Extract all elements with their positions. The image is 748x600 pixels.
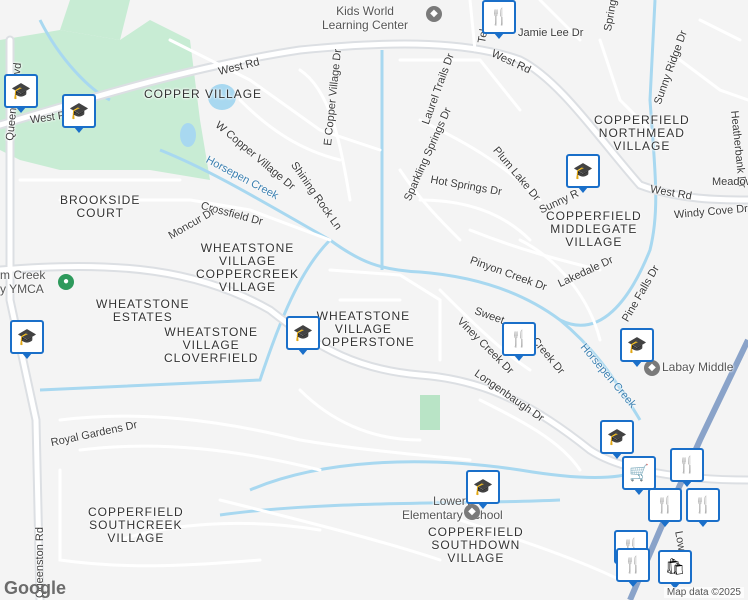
school-icon: 🎓 [11,83,31,100]
creek-branch [39,238,332,392]
restaurant-icon: 🍴 [509,331,529,348]
horsepen-creek [159,148,642,421]
restaurant-marker[interactable]: 🍴 [502,322,536,361]
grocery-marker[interactable]: 🛒 [622,456,656,495]
restaurant-icon: 🍴 [693,497,713,514]
shopping-cart-icon: 🛒 [629,465,649,482]
school-icon: 🎓 [473,479,493,496]
area-label-copperfield-northmead: COPPERFIELD NORTHMEAD VILLAGE [594,113,690,153]
road-label-jamie-lee-dr: Jamie Lee Dr [518,27,584,39]
poi-school-icon: ◆ [644,360,660,376]
restaurant-marker[interactable]: 🍴 [616,548,650,587]
google-logo: Google [4,578,66,598]
restaurant-marker[interactable]: 🍴 [670,448,704,487]
park-area [60,0,130,40]
school-marker[interactable]: 🎓 [10,320,44,359]
area-label-copperfield-southcreek: COPPERFIELD SOUTHCREEK VILLAGE [88,505,184,545]
restaurant-icon: 🍴 [623,557,643,574]
school-icon: 🎓 [69,103,89,120]
poi-label-kids-world[interactable]: Kids World Learning Center [322,4,409,32]
school-marker[interactable]: 🎓 [600,420,634,459]
area-label-wheatstone-cloverfield: WHEATSTONE VILLAGE CLOVERFIELD [164,325,259,365]
poi-school-icon: ◆ [464,504,480,520]
map-attribution[interactable]: Map data ©2025 [663,587,744,598]
area-label-brookside-court: BROOKSIDE COURT [60,193,141,220]
area-label-wheatstone-copperstone: WHEATSTONE VILLAGE COPPERSTONE [312,309,415,349]
pond [208,84,236,110]
school-marker[interactable]: 🎓 [466,470,500,509]
west-rd [0,41,748,203]
poi-school-icon: ◆ [426,6,442,22]
shopping-bag-icon: 🛍 [664,559,686,576]
school-icon: 🎓 [627,337,647,354]
restaurant-icon: 🍴 [489,9,509,26]
school-icon: 🎓 [293,325,313,342]
school-icon: 🎓 [17,329,37,346]
park-area [0,20,210,180]
area-label-copper-village: COPPER VILLAGE [144,87,263,101]
school-marker[interactable]: 🎓 [620,328,654,367]
area-label-wheatstone-coppercreek: WHEATSTONE VILLAGE COPPERCREEK VILLAGE [196,241,300,294]
restaurant-marker[interactable]: 🍴 [686,488,720,527]
shopping-marker[interactable]: 🛍 [658,550,692,589]
area-label-wheatstone-estates: WHEATSTONE ESTATES [96,297,190,324]
restaurant-icon: 🍴 [677,457,697,474]
restaurant-marker[interactable]: 🍴 [648,488,682,527]
area-label-copperfield-middlegate: COPPERFIELD MIDDLEGATE VILLAGE [546,209,642,249]
school-marker[interactable]: 🎓 [62,94,96,133]
poi-label-ymca[interactable]: m Creek y YMCA [0,268,46,296]
park-area [420,395,440,430]
road-label-meadow: Meadow [712,176,748,188]
pond [180,123,196,147]
school-icon: 🎓 [607,429,627,446]
poi-label-labay-middle[interactable]: Labay Middle [662,360,734,374]
restaurant-marker[interactable]: 🍴 [482,0,516,39]
school-marker[interactable]: 🎓 [566,154,600,193]
school-icon: 🎓 [573,163,593,180]
creek-branch [249,460,641,492]
restaurant-icon: 🍴 [655,497,675,514]
longenbaugh-dr [0,263,748,483]
school-marker[interactable]: 🎓 [286,316,320,355]
poi-gym-icon: ● [58,274,74,290]
school-marker[interactable]: 🎓 [4,74,38,113]
queenston-blvd [7,37,43,600]
area-label-copperfield-southdown: COPPERFIELD SOUTHDOWN VILLAGE [428,525,524,565]
